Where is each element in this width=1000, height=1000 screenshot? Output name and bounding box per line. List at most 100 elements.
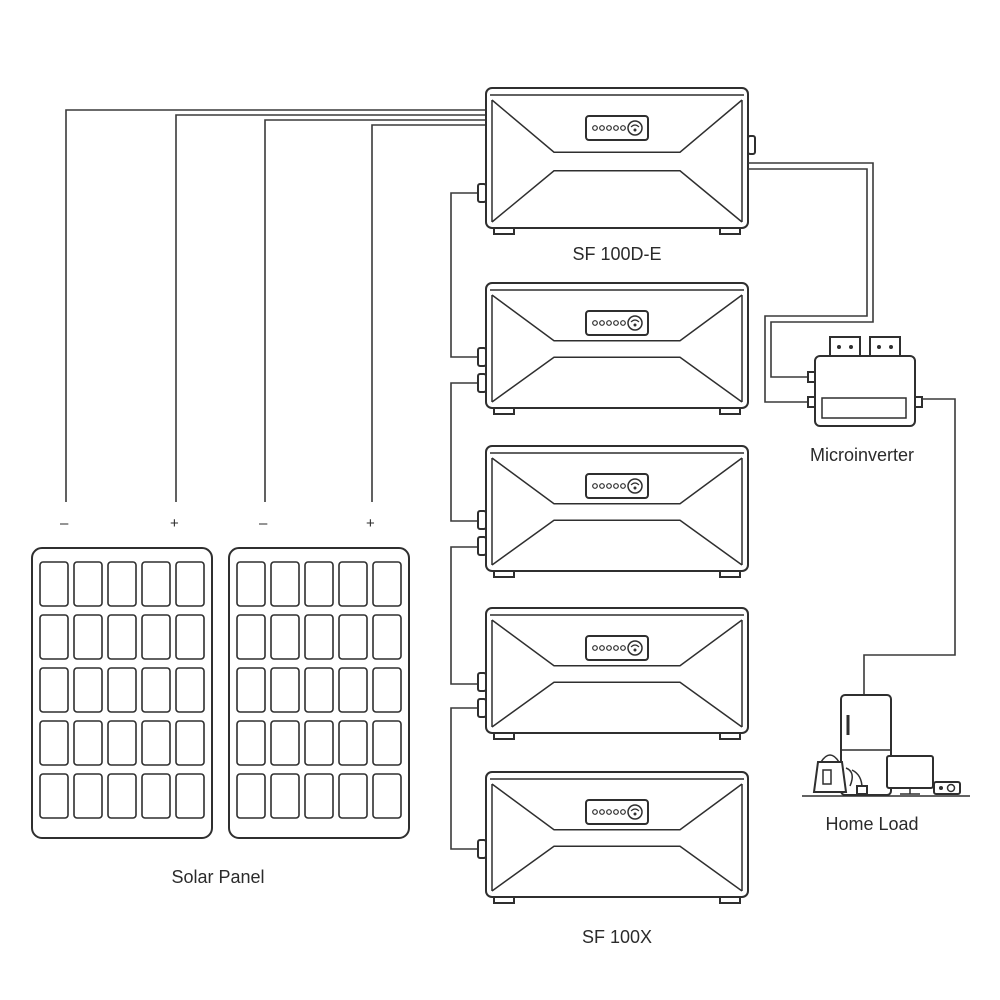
panel1-positive-terminal: + xyxy=(170,515,179,532)
solar-cell xyxy=(107,614,137,660)
side-port xyxy=(477,698,487,718)
solar-cell xyxy=(107,561,137,607)
solar-cell xyxy=(338,667,368,713)
solar-cell xyxy=(372,720,402,766)
microinverter-terminal-1 xyxy=(829,336,861,358)
wifi-icon xyxy=(627,120,643,136)
microinverter-terminal-2 xyxy=(869,336,901,358)
solar-cell xyxy=(304,614,334,660)
solar-cell xyxy=(372,561,402,607)
solar-cell xyxy=(304,561,334,607)
battery-module-2 xyxy=(477,445,749,578)
solar-cell xyxy=(270,561,300,607)
solar-cell xyxy=(39,614,69,660)
solar-cell xyxy=(175,561,205,607)
solar-cell xyxy=(338,720,368,766)
kettle-icon xyxy=(812,761,848,793)
solar-cell xyxy=(73,773,103,819)
battery-chain-wires xyxy=(450,192,478,850)
solar-cell xyxy=(270,667,300,713)
solar-cell xyxy=(236,561,266,607)
panel1-negative-terminal: – xyxy=(60,515,69,532)
solar-cell xyxy=(107,720,137,766)
solar-cell xyxy=(338,773,368,819)
fridge-icon xyxy=(840,694,892,796)
solar-cell xyxy=(270,614,300,660)
solar-cell xyxy=(338,614,368,660)
solar-cell xyxy=(175,667,205,713)
home-load-cable xyxy=(863,398,956,695)
solar-cell xyxy=(73,614,103,660)
solar-cell xyxy=(372,614,402,660)
solar-cell xyxy=(73,720,103,766)
solar-cell xyxy=(270,773,300,819)
wifi-icon xyxy=(627,804,643,820)
side-port xyxy=(477,347,487,367)
solar-input-wires xyxy=(65,109,486,502)
side-port xyxy=(477,839,487,859)
solar-cell xyxy=(175,773,205,819)
ac-output-port xyxy=(747,135,756,155)
solar-cell xyxy=(141,773,171,819)
microinverter-body xyxy=(814,355,916,427)
solar-cell xyxy=(107,667,137,713)
microinverter-input-2 xyxy=(807,396,816,408)
solar-panel-2-cells xyxy=(236,561,402,819)
battery-level-dots-icon xyxy=(592,320,626,326)
microinverter-icon xyxy=(807,336,923,427)
side-port xyxy=(477,183,487,203)
microinverter-output xyxy=(914,396,923,408)
battery-level-dots-icon xyxy=(592,809,626,815)
battery-level-dots-icon xyxy=(592,483,626,489)
sf100x-label: SF 100X xyxy=(582,927,652,947)
solar-cell xyxy=(270,720,300,766)
solar-cell xyxy=(175,720,205,766)
solar-cell xyxy=(236,773,266,819)
monitor-icon xyxy=(886,755,934,789)
status-display xyxy=(585,799,649,825)
ac-output-cable xyxy=(748,162,874,403)
solar-cell xyxy=(39,561,69,607)
sf100d-e-unit xyxy=(477,87,756,235)
solar-cell xyxy=(236,667,266,713)
sf100d-e-label: SF 100D-E xyxy=(572,244,661,264)
solar-cell xyxy=(39,720,69,766)
wifi-icon xyxy=(627,640,643,656)
solar-cell xyxy=(236,614,266,660)
solar-cell xyxy=(175,614,205,660)
wifi-icon xyxy=(627,478,643,494)
solar-cell xyxy=(107,773,137,819)
microinverter-input-1 xyxy=(807,371,816,383)
solar-cell xyxy=(304,720,334,766)
home-load-label: Home Load xyxy=(825,814,918,834)
home-appliances-icon xyxy=(802,694,970,797)
solar-cell xyxy=(304,667,334,713)
status-display xyxy=(585,635,649,661)
solar-cell xyxy=(338,561,368,607)
solar-cell xyxy=(73,667,103,713)
side-port xyxy=(477,536,487,556)
solar-cell xyxy=(304,773,334,819)
panel2-negative-terminal: – xyxy=(259,515,268,532)
wifi-icon xyxy=(627,315,643,331)
status-display xyxy=(585,115,649,141)
battery-level-dots-icon xyxy=(592,645,626,651)
solar-cell xyxy=(73,561,103,607)
side-port xyxy=(477,510,487,530)
battery-module-3 xyxy=(477,607,749,740)
panel2-positive-terminal: + xyxy=(366,515,375,532)
battery-module-4 xyxy=(477,771,749,904)
power-station-icon xyxy=(477,87,756,904)
battery-module-1 xyxy=(477,282,749,415)
solar-cell xyxy=(141,561,171,607)
microinverter-label: Microinverter xyxy=(810,445,914,465)
solar-panel-1-cells xyxy=(39,561,205,819)
solar-panel-icon xyxy=(31,547,410,839)
solar-cell xyxy=(372,667,402,713)
battery-level-dots-icon xyxy=(592,125,626,131)
side-port xyxy=(477,373,487,393)
side-port xyxy=(477,672,487,692)
solar-cell xyxy=(372,773,402,819)
